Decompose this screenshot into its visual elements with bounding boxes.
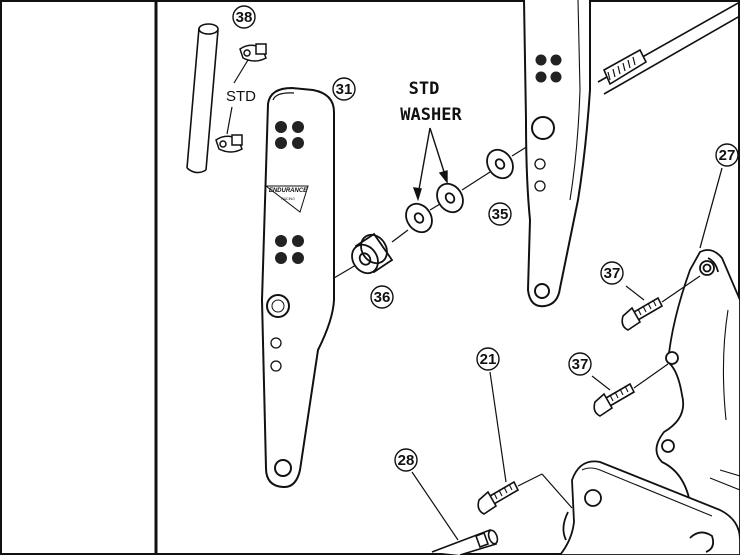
pedal-pivot-bore <box>266 294 290 318</box>
std-clamp-label: STD <box>226 88 256 105</box>
leader-28 <box>411 471 459 541</box>
base-plate <box>558 460 740 556</box>
pedal-lower-holes <box>275 235 304 264</box>
leader-clamp-upper <box>233 59 249 84</box>
callout-28: 28 <box>394 448 418 472</box>
spacer-part <box>351 232 394 275</box>
pedal-right-bottom-hole <box>534 283 550 299</box>
callout-27-label: 27 <box>719 147 736 164</box>
callout-28-label: 28 <box>398 452 415 469</box>
leader-clamp-lower <box>226 106 233 135</box>
threaded-rod <box>597 1 740 95</box>
callout-37-lower: 37 <box>568 352 592 376</box>
callout-37-upper-label: 37 <box>604 265 621 282</box>
pedal-bottom-hole <box>274 459 292 477</box>
bolt-21 <box>477 480 520 515</box>
hose-clamp-upper <box>239 43 267 62</box>
callout-31: 31 <box>332 77 356 101</box>
bolt-37-upper <box>621 296 664 331</box>
brand-logo-subtext: RACING <box>281 197 295 201</box>
pedal-upper-holes <box>275 121 304 149</box>
callout-37-lower-label: 37 <box>572 356 589 373</box>
std-washer-arrows <box>412 127 448 202</box>
pedal-right-holes-upper <box>535 54 562 66</box>
bracket-part <box>655 249 740 556</box>
callout-35-label: 35 <box>492 206 509 223</box>
callout-21-label: 21 <box>480 351 497 368</box>
hose-part <box>186 23 219 174</box>
callout-36: 36 <box>370 285 394 309</box>
callout-38: 38 <box>232 5 256 29</box>
callout-35: 35 <box>488 202 512 226</box>
callout-37-upper: 37 <box>600 261 624 285</box>
pedal-arm-right <box>523 0 591 308</box>
std-washer-label-line1: STD <box>409 79 440 99</box>
bolt-37-lower <box>593 382 636 417</box>
callout-36-label: 36 <box>374 289 391 306</box>
washer-part <box>486 148 514 180</box>
rod-28 <box>431 528 499 556</box>
callout-21: 21 <box>476 347 500 371</box>
hose-clamp-lower <box>215 134 243 153</box>
callout-38-label: 38 <box>236 9 253 26</box>
leader-21 <box>489 371 507 483</box>
callout-27: 27 <box>715 143 739 167</box>
std-washer-1 <box>405 202 433 234</box>
brand-logo: ENDURANCE RACING <box>264 185 309 213</box>
pedal-right-holes-middle <box>535 71 562 83</box>
brand-logo-text: ENDURANCE <box>269 188 308 194</box>
callout-31-label: 31 <box>336 81 353 98</box>
leader-27 <box>699 167 723 249</box>
pedal-arm-left <box>260 86 335 489</box>
std-washer-label-line2: WASHER <box>400 105 462 125</box>
pedal-right-pivot-bore <box>531 116 555 140</box>
std-washer-2 <box>436 182 464 214</box>
